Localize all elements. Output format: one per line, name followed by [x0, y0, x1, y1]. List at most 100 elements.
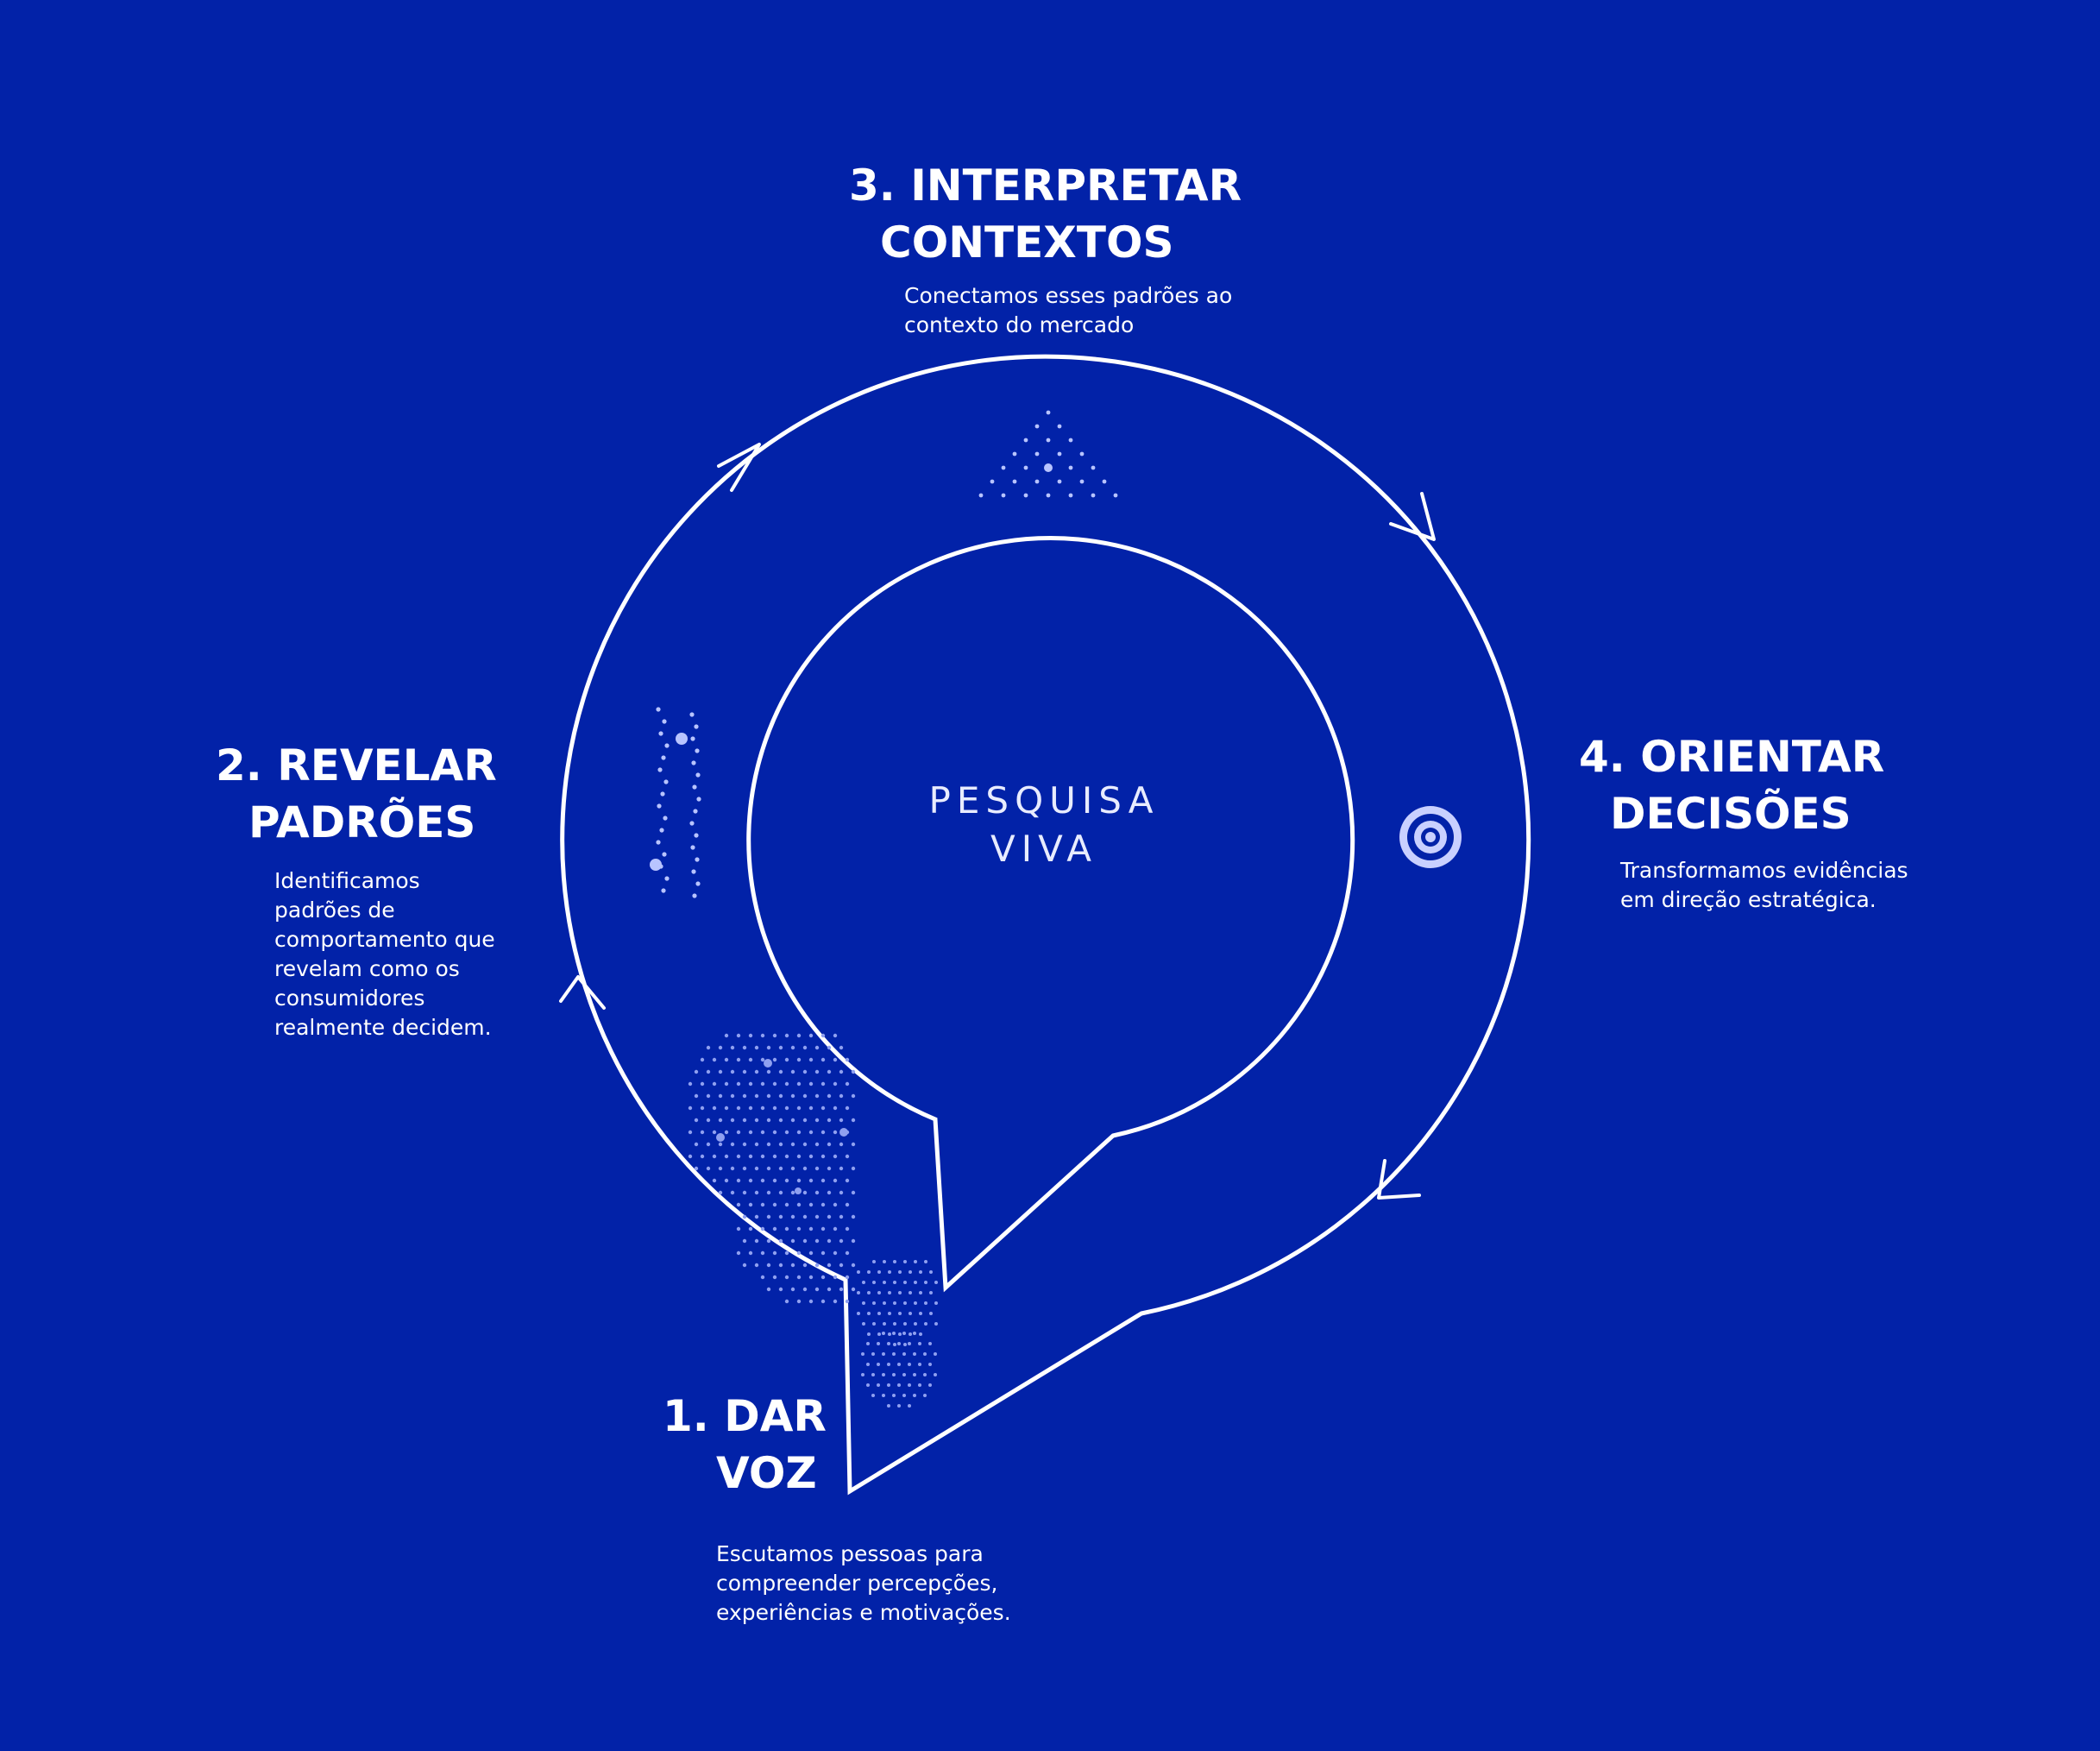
decor-dot	[882, 1332, 885, 1335]
decor-dot	[803, 1215, 807, 1219]
decor-dot	[1047, 411, 1051, 415]
decor-dot	[773, 1131, 776, 1134]
decor-dot	[656, 707, 660, 711]
decor-dot	[731, 1191, 734, 1194]
decor-dot	[779, 1191, 783, 1194]
decor-dot	[821, 1275, 825, 1279]
stage-title-line2: CONTEXTOS	[849, 214, 1242, 271]
decor-dot	[767, 1288, 770, 1291]
decor-dot	[695, 1070, 698, 1074]
decor-dot	[755, 1094, 758, 1098]
stage-orientar-decisoes: 4. ORIENTAR DECISÕES Transformamos evidê…	[1579, 728, 1908, 915]
decor-dot	[755, 1191, 758, 1194]
decor-dot	[1024, 466, 1028, 470]
decor-dot	[694, 833, 698, 837]
decor-dot	[797, 1203, 801, 1206]
decor-dot	[791, 1263, 795, 1267]
decor-dot	[773, 1227, 776, 1231]
decor-dot	[785, 1034, 789, 1037]
decor-dot	[919, 1291, 922, 1294]
decor-dot	[861, 1352, 865, 1356]
decor-dot	[852, 1167, 855, 1170]
decor-dot	[755, 1167, 758, 1170]
stage-desc-line: experiências e motivações.	[716, 1598, 1011, 1628]
decor-dot	[929, 1312, 933, 1315]
decor-dot	[785, 1155, 789, 1158]
decor-dot	[719, 1118, 722, 1122]
decor-dot	[882, 1373, 885, 1376]
decor-dot	[1114, 494, 1118, 498]
decor-dot	[877, 1270, 881, 1274]
decor-dot	[867, 1332, 871, 1336]
dot-cloud-icon	[688, 1034, 938, 1408]
decor-dot	[1091, 466, 1096, 470]
decor-dot	[761, 1082, 764, 1086]
decor-dot	[862, 1281, 865, 1284]
decor-dot	[924, 1281, 927, 1284]
decor-dot	[815, 1215, 819, 1219]
decor-dot	[872, 1322, 876, 1326]
decor-dot	[767, 1046, 770, 1049]
decor-dot	[866, 1383, 870, 1387]
decor-dot	[743, 1094, 746, 1098]
decor-dot	[914, 1260, 917, 1263]
decor-dot	[852, 1288, 855, 1291]
decor-dot	[1002, 466, 1006, 470]
decor-dot	[713, 1082, 716, 1086]
decor-dot	[737, 1227, 740, 1231]
decor-dot	[908, 1342, 911, 1345]
stage-dar-voz: 1. DAR VOZ Escutamos pessoas para compre…	[663, 1388, 1011, 1628]
center-label: PESQUISA VIVA	[871, 777, 1217, 873]
decor-dot	[882, 1352, 885, 1356]
decor-dot	[795, 1187, 802, 1194]
decor-dot	[809, 1106, 813, 1110]
center-label-line1: PESQUISA	[871, 777, 1217, 825]
decor-dot	[852, 1239, 855, 1243]
decor-dot	[695, 748, 699, 753]
decor-dot	[713, 1058, 716, 1061]
decor-dot	[694, 724, 698, 728]
decor-dot	[872, 1301, 876, 1305]
decor-dot	[755, 1263, 758, 1267]
decor-dot	[839, 1167, 843, 1170]
decor-dot	[833, 1251, 837, 1255]
decor-dot	[839, 1070, 843, 1074]
decor-dot	[815, 1070, 819, 1074]
decor-dot	[908, 1363, 911, 1366]
decor-dot	[749, 1251, 752, 1255]
decor-dot	[913, 1373, 916, 1376]
decor-dot	[877, 1312, 881, 1315]
decor-dot	[846, 1058, 849, 1061]
decor-dot	[833, 1155, 837, 1158]
decor-dot	[656, 840, 660, 844]
decor-dot	[767, 1118, 770, 1122]
decor-dot	[791, 1191, 795, 1194]
decor-dot	[767, 1215, 770, 1219]
decor-dot	[902, 1352, 906, 1356]
decor-dot	[707, 1118, 710, 1122]
decor-dot	[797, 1058, 801, 1061]
decor-dot	[761, 1058, 764, 1061]
decor-dot	[897, 1383, 901, 1387]
decor-dot	[695, 1094, 698, 1098]
decor-dot	[785, 1300, 789, 1303]
decor-dot	[902, 1373, 906, 1376]
decor-dot	[809, 1251, 813, 1255]
decor-dot	[888, 1332, 891, 1336]
decor-dot	[773, 1179, 776, 1182]
decor-dot	[815, 1094, 819, 1098]
decor-dot	[821, 1300, 825, 1303]
decor-dot	[833, 1275, 837, 1279]
decor-dot	[785, 1203, 789, 1206]
decor-dot	[1047, 438, 1051, 443]
decor-dot	[761, 1131, 764, 1134]
decor-dot	[833, 1131, 837, 1134]
stage-description: Escutamos pessoas para compreender perce…	[716, 1540, 1011, 1628]
decor-dot	[839, 1128, 848, 1137]
decor-dot	[693, 809, 697, 813]
decor-dot	[928, 1383, 932, 1387]
center-label-line2: VIVA	[871, 825, 1217, 873]
decor-dot	[749, 1227, 752, 1231]
decor-dot	[701, 1131, 704, 1134]
decor-dot	[803, 1070, 807, 1074]
